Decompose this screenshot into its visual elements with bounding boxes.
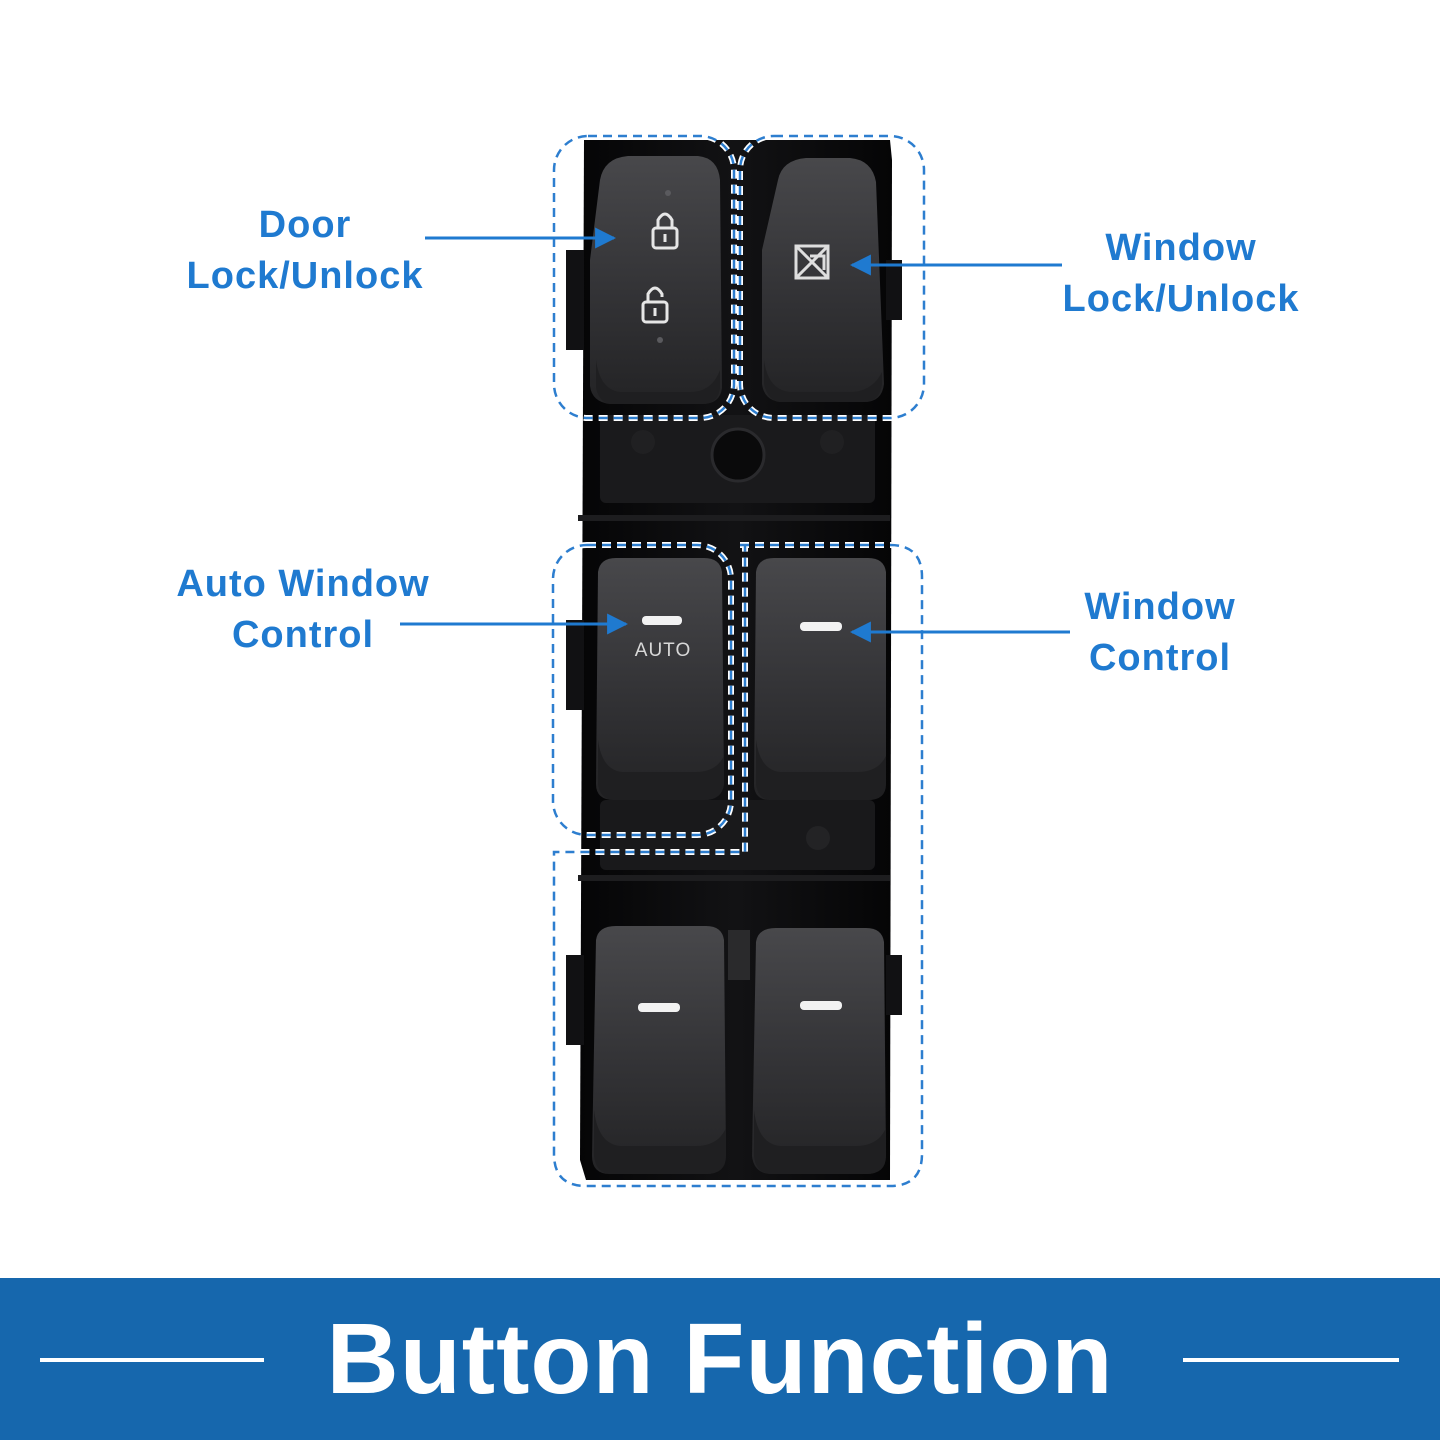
window-control-button[interactable] [754, 558, 886, 800]
footer-rule-right [1183, 1358, 1399, 1362]
lock-closed-icon [651, 212, 679, 250]
rear-left-window-button[interactable] [592, 926, 726, 1174]
callout-arrows [400, 227, 1070, 643]
door-lock-label-line2: Lock/Unlock [186, 255, 424, 297]
door-lock-label-line1: Door [258, 204, 352, 246]
window-lock-label: Window Lock/Unlock [1040, 223, 1322, 325]
auto-window-label-line2: Control [231, 614, 375, 656]
indicator-light [638, 1003, 680, 1012]
window-control-label-line2: Control [1088, 637, 1232, 679]
footer-rule-left [40, 1358, 264, 1362]
lock-open-icon [641, 286, 669, 324]
indicator-light [642, 616, 682, 625]
auto-window-button[interactable] [596, 558, 724, 800]
highlight-outlines [550, 133, 927, 1189]
door-lock-label: Door Lock/Unlock [160, 200, 450, 302]
indicator-light [800, 622, 842, 631]
window-control-label-line1: Window [1084, 586, 1236, 628]
rear-right-window-button[interactable] [752, 928, 886, 1174]
auto-window-label: Auto Window Control [150, 559, 456, 661]
window-lock-icon [794, 244, 830, 280]
indicator-light [800, 1001, 842, 1010]
auto-window-label-line1: Auto Window [176, 563, 430, 605]
window-lock-button[interactable] [762, 158, 884, 402]
footer-title: Button Function [326, 1303, 1114, 1415]
window-control-label: Window Control [1050, 582, 1270, 684]
auto-text: AUTO [635, 640, 691, 661]
window-lock-label-line2: Lock/Unlock [1062, 278, 1300, 320]
window-lock-label-line1: Window [1105, 227, 1257, 269]
door-lock-button[interactable] [590, 156, 722, 404]
